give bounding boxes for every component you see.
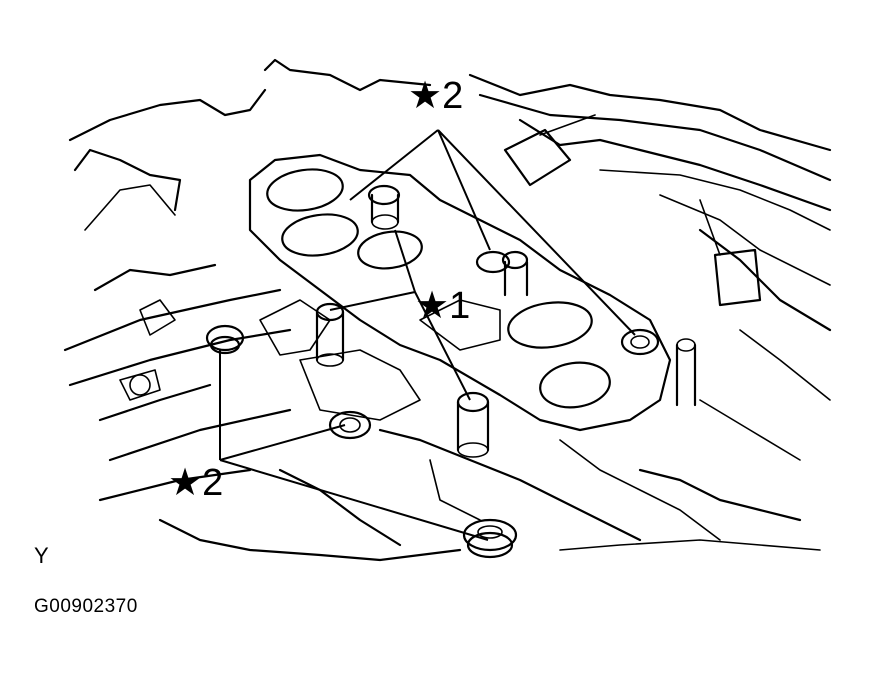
star-icon: ★ <box>415 285 449 327</box>
svg-text:★2: ★2 <box>408 75 463 117</box>
engine-outline <box>68 58 832 401</box>
bolt-upper-center <box>475 250 529 297</box>
callout-top: ★2 <box>408 75 463 117</box>
callout-number: 1 <box>449 285 470 327</box>
engine-block <box>158 399 821 562</box>
fuel-rail <box>63 263 292 502</box>
intake-manifold <box>248 153 672 432</box>
leader-lines <box>219 129 636 541</box>
callout-number: 2 <box>202 462 223 504</box>
svg-text:★1: ★1 <box>415 285 470 327</box>
stud-right <box>675 338 697 407</box>
stud-center-left <box>315 302 345 367</box>
bolt-bottom <box>462 518 518 559</box>
bolt-left <box>205 324 245 355</box>
view-mark: Y <box>34 543 49 568</box>
star-icon: ★ <box>408 75 442 117</box>
star-icon: ★ <box>168 462 202 504</box>
figure-id: G00902370 <box>34 596 138 617</box>
bolt-right <box>620 328 660 356</box>
bolt-upper-left <box>367 184 401 230</box>
svg-text:★2: ★2 <box>168 462 223 504</box>
callout-bottom: ★2 <box>168 462 223 504</box>
bolt-lower-center <box>328 410 372 440</box>
callout-middle: ★1 <box>415 285 470 327</box>
callout-number: 2 <box>442 75 463 117</box>
bolts <box>205 184 697 559</box>
sensor-connector <box>503 114 762 307</box>
stud-center <box>456 391 490 458</box>
